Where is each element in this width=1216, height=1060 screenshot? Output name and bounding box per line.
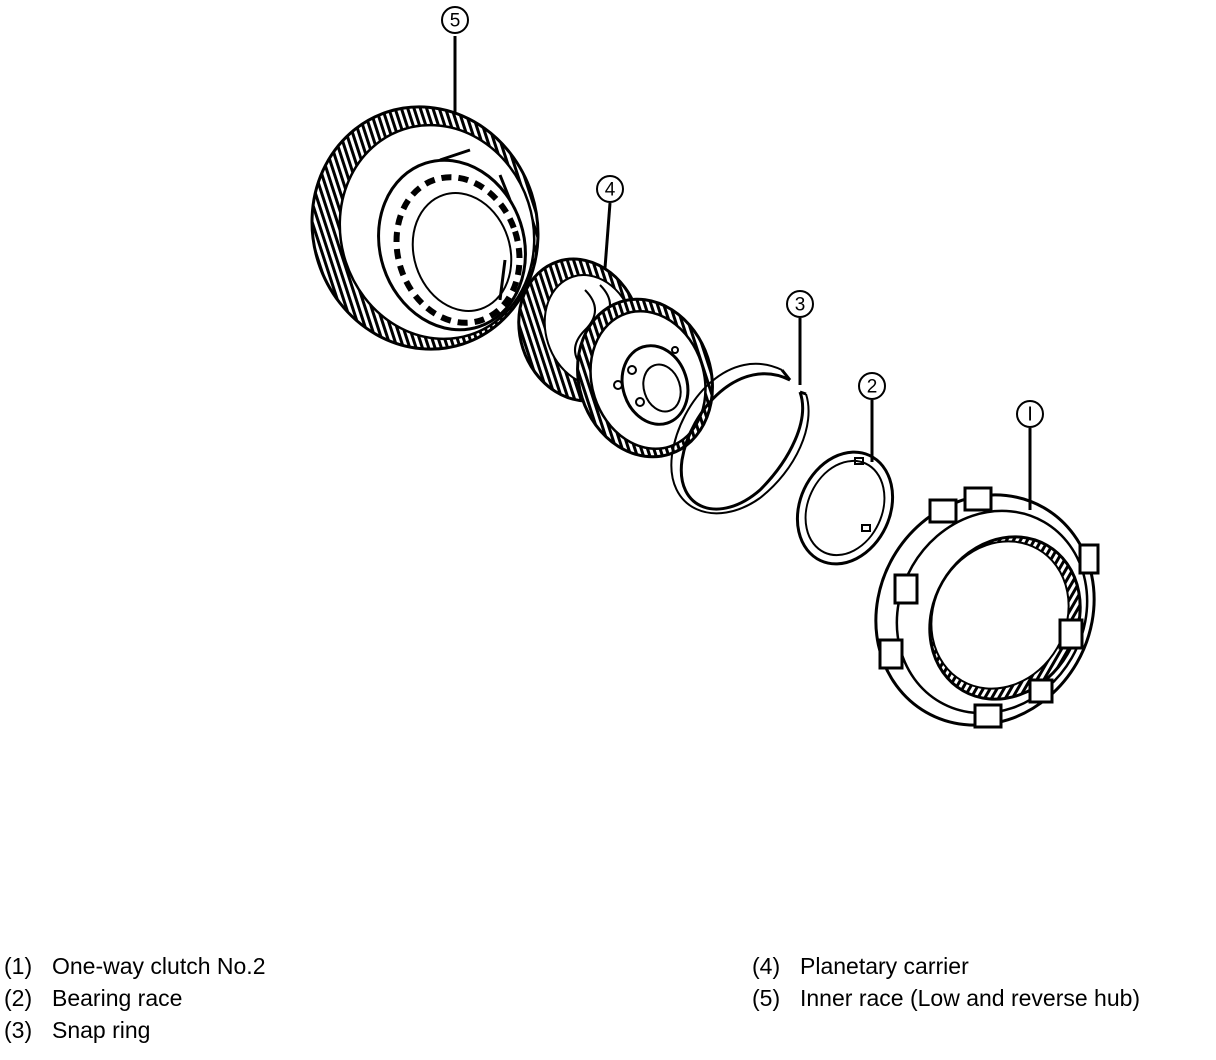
legend-item-1: (1) One-way clutch No.2 <box>4 950 265 982</box>
inner-race-part <box>310 105 540 351</box>
parts-legend-right: (4) Planetary carrier (5) Inner race (Low … <box>752 950 1140 1014</box>
legend-number: (2) <box>4 985 33 1011</box>
legend-number: (1) <box>4 953 33 979</box>
legend-item-2: (2) Bearing race <box>4 982 265 1014</box>
bearing-race-part <box>795 450 895 566</box>
legend-item-4: (4) Planetary carrier <box>752 950 1140 982</box>
legend-number: (4) <box>752 953 781 979</box>
legend-item-3: (3) Snap ring <box>4 1014 265 1046</box>
svg-text:2: 2 <box>867 377 878 398</box>
legend-label: Bearing race <box>52 985 183 1011</box>
svg-text:Ⅰ: Ⅰ <box>1027 405 1033 426</box>
legend-label: One-way clutch No.2 <box>52 953 266 979</box>
callout-3: 3 <box>786 290 814 318</box>
callout-5: 5 <box>441 6 469 34</box>
legend-label: Snap ring <box>52 1017 151 1043</box>
legend-number: (3) <box>4 1017 33 1043</box>
legend-number: (5) <box>752 985 781 1011</box>
planetary-carrier-part <box>517 257 714 459</box>
snap-ring-part <box>670 362 810 515</box>
leader-lines <box>453 36 1032 510</box>
callout-1: Ⅰ <box>1016 400 1044 428</box>
legend-label: Inner race (Low and reverse hub) <box>800 985 1141 1011</box>
legend-item-5: (5) Inner race (Low and reverse hub) <box>752 982 1140 1014</box>
svg-text:5: 5 <box>450 11 461 32</box>
legend-label: Planetary carrier <box>800 953 969 979</box>
one-way-clutch-part <box>874 486 1100 729</box>
callout-4: 4 <box>596 175 624 203</box>
svg-text:4: 4 <box>605 180 616 201</box>
parts-legend-left: (1) One-way clutch No.2 (2) Bearing race (… <box>4 950 265 1046</box>
exploded-parts-diagram: 5 4 3 2 Ⅰ <box>310 6 1100 729</box>
callout-2: 2 <box>858 372 886 400</box>
svg-text:3: 3 <box>795 295 806 316</box>
